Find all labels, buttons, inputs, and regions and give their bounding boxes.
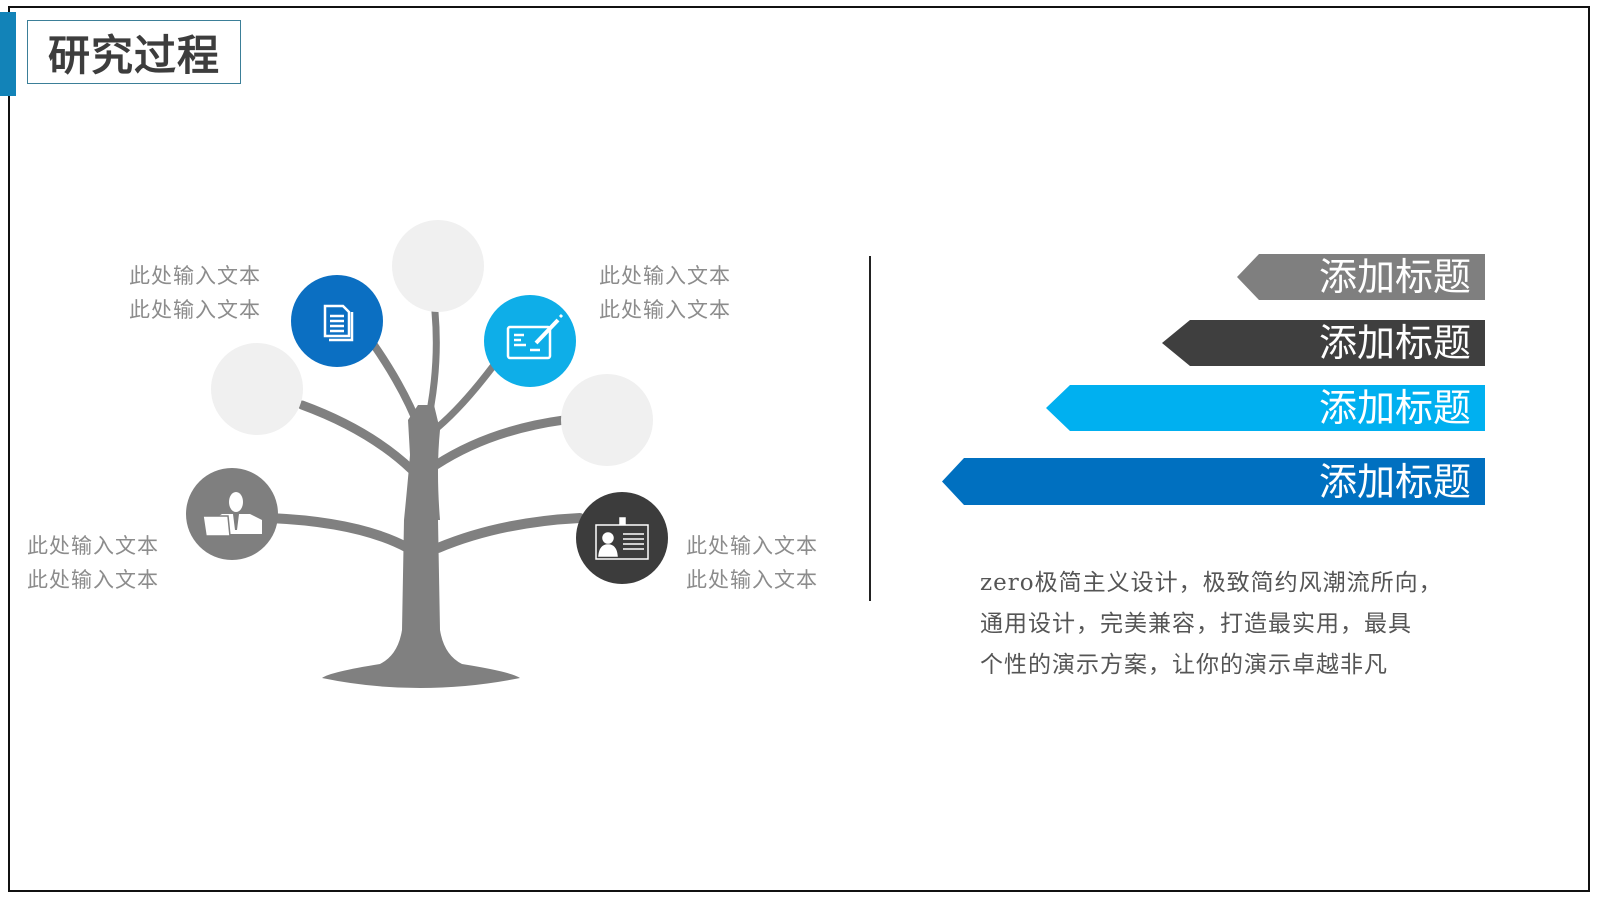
label-line: 此处输入文本: [129, 264, 261, 288]
description-text: zero极简主义设计，极致简约风潮流所向， 通用设计，完美兼容，打造最实用，最具…: [980, 563, 1500, 686]
tree-node-edit-card[interactable]: [484, 295, 576, 387]
businessman-icon: [202, 492, 262, 537]
banner-2[interactable]: 添加标题: [1162, 320, 1485, 366]
label-line: 此处输入文本: [686, 534, 818, 558]
label-line: 此处输入文本: [599, 264, 731, 288]
title-accent-bar: [0, 12, 16, 96]
vertical-divider: [869, 256, 871, 601]
page-title: 研究过程: [47, 30, 220, 80]
label-line: 此处输入文本: [599, 298, 731, 322]
tree-node-id-badge[interactable]: [576, 492, 668, 584]
label-bottom-left: 此处输入文本 此处输入文本: [27, 529, 159, 597]
description-line: 个性的演示方案，让你的演示卓越非凡: [980, 652, 1388, 678]
slide-frame: [8, 6, 1590, 892]
banner-3-title: 添加标题: [1318, 386, 1471, 430]
banner-4-title: 添加标题: [1318, 459, 1471, 504]
tree-trunk: [322, 405, 520, 688]
banner-2-title: 添加标题: [1318, 321, 1471, 365]
decorative-circle-left: [211, 343, 303, 435]
tree-diagram: [186, 220, 668, 688]
label-bottom-right: 此处输入文本 此处输入文本: [686, 529, 818, 597]
banner-4[interactable]: 添加标题: [942, 458, 1485, 505]
banner-1[interactable]: 添加标题: [1237, 254, 1485, 300]
label-top-right: 此处输入文本 此处输入文本: [599, 259, 731, 327]
label-line: 此处输入文本: [27, 568, 159, 592]
tree-branches: [265, 308, 585, 553]
banner-1-title: 添加标题: [1318, 255, 1471, 299]
label-line: 此处输入文本: [129, 298, 261, 322]
page-title-box: 研究过程: [27, 20, 241, 84]
description-line: zero极简主义设计，极致简约风潮流所向，: [980, 570, 1443, 596]
label-line: 此处输入文本: [686, 568, 818, 592]
id-badge-icon: [595, 517, 649, 560]
banner-3[interactable]: 添加标题: [1046, 385, 1485, 431]
document-icon: [323, 304, 354, 342]
decorative-circle-top: [392, 220, 484, 312]
edit-card-icon: [506, 313, 564, 360]
tree-node-document[interactable]: [291, 275, 383, 367]
tree-node-businessman[interactable]: [186, 468, 278, 560]
label-top-left: 此处输入文本 此处输入文本: [129, 259, 261, 327]
decorative-circle-right: [561, 374, 653, 466]
description-line: 通用设计，完美兼容，打造最实用，最具: [980, 611, 1412, 637]
label-line: 此处输入文本: [27, 534, 159, 558]
